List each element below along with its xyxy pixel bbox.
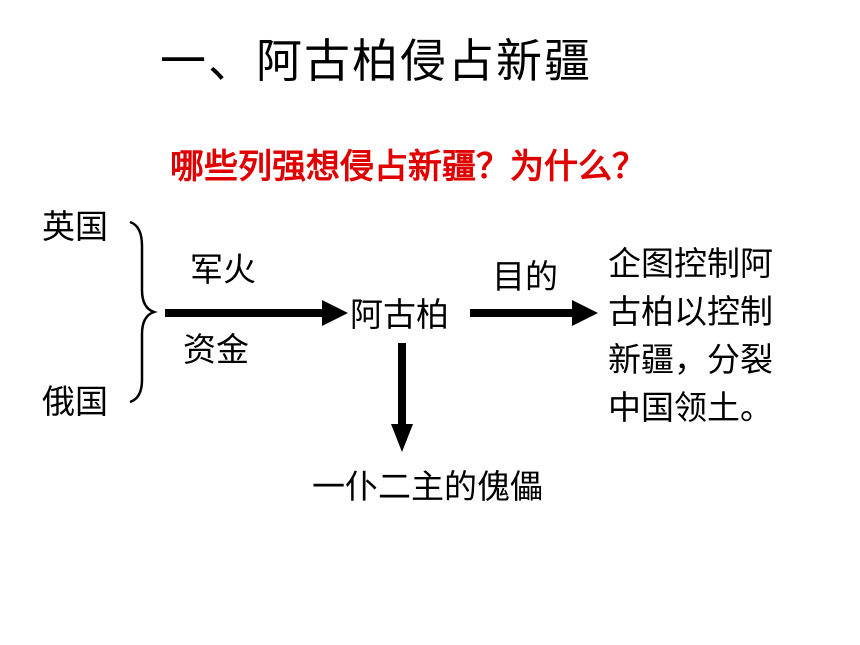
arrow-to-result xyxy=(391,343,413,452)
supply-arms-label: 军火 xyxy=(190,250,256,289)
result-puppet: 一仆二主的傀儡 xyxy=(312,467,543,506)
purpose-label: 目的 xyxy=(492,257,558,296)
purpose-line: 新疆，分裂 xyxy=(608,340,773,379)
slide-title: 一、阿古柏侵占新疆 xyxy=(160,34,592,88)
arrow-to-purpose xyxy=(470,300,598,326)
purpose-line: 古柏以控制 xyxy=(608,292,773,331)
arrow-to-center xyxy=(165,300,348,326)
center-node-yakub-beg: 阿古柏 xyxy=(350,295,449,334)
power-russia: 俄国 xyxy=(42,382,108,421)
brace-connector xyxy=(129,220,158,404)
question-heading: 哪些列强想侵占新疆？为什么？ xyxy=(170,147,646,187)
purpose-text: 企图控制阿 古柏以控制 新疆，分裂 中国领土。 xyxy=(608,240,773,432)
purpose-line: 企图控制阿 xyxy=(608,244,773,283)
purpose-line: 中国领土。 xyxy=(608,388,773,427)
power-britain: 英国 xyxy=(42,207,108,246)
supply-funds-label: 资金 xyxy=(183,330,249,369)
